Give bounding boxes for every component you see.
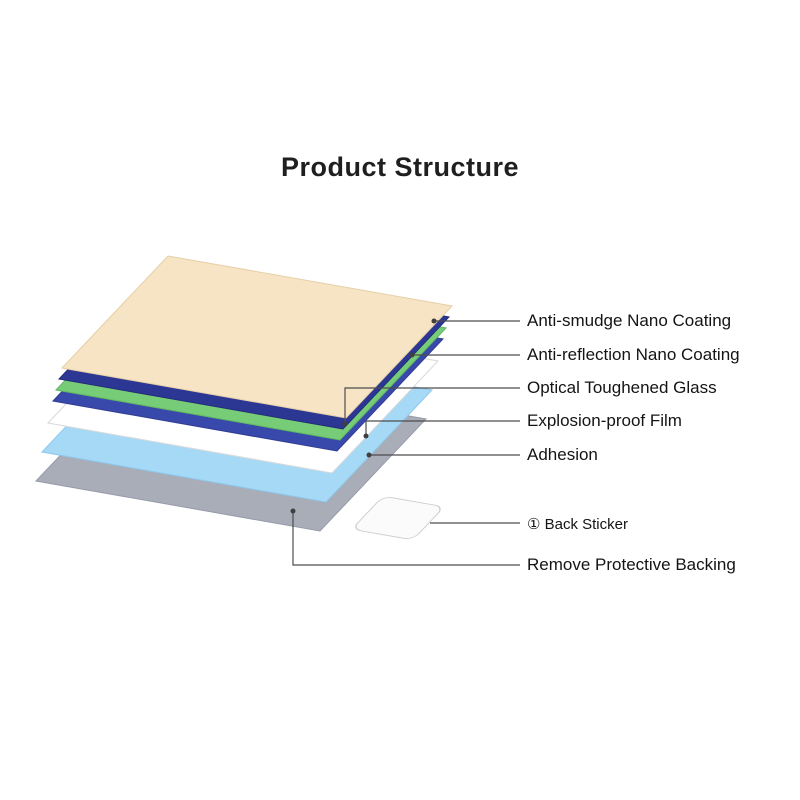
dot-remove-backing xyxy=(290,508,296,514)
dot-anti-smudge xyxy=(431,318,437,324)
dot-adhesion xyxy=(366,452,372,458)
dot-anti-reflection xyxy=(409,352,415,358)
label-adhesion: Adhesion xyxy=(527,445,598,464)
leader-optical-glass xyxy=(344,387,520,424)
label-explosion-proof-film: Explosion-proof Film xyxy=(527,411,682,430)
back-sticker xyxy=(355,497,441,539)
label-remove-protective-backing: Remove Protective Backing xyxy=(527,555,736,574)
dot-explosion-film xyxy=(363,433,369,439)
leader-explosion-film xyxy=(365,420,520,436)
label-anti-smudge-coating: Anti-smudge Nano Coating xyxy=(527,311,732,330)
label-anti-reflection-coating: Anti-reflection Nano Coating xyxy=(527,345,740,364)
dot-optical-glass xyxy=(342,421,348,427)
leader-remove-backing xyxy=(292,511,520,566)
page-title: Product Structure xyxy=(280,152,520,182)
label-optical-toughened-glass: Optical Toughened Glass xyxy=(527,378,717,397)
label-back-sticker: ① Back Sticker xyxy=(527,516,628,533)
layer-glass-beige xyxy=(60,255,454,419)
